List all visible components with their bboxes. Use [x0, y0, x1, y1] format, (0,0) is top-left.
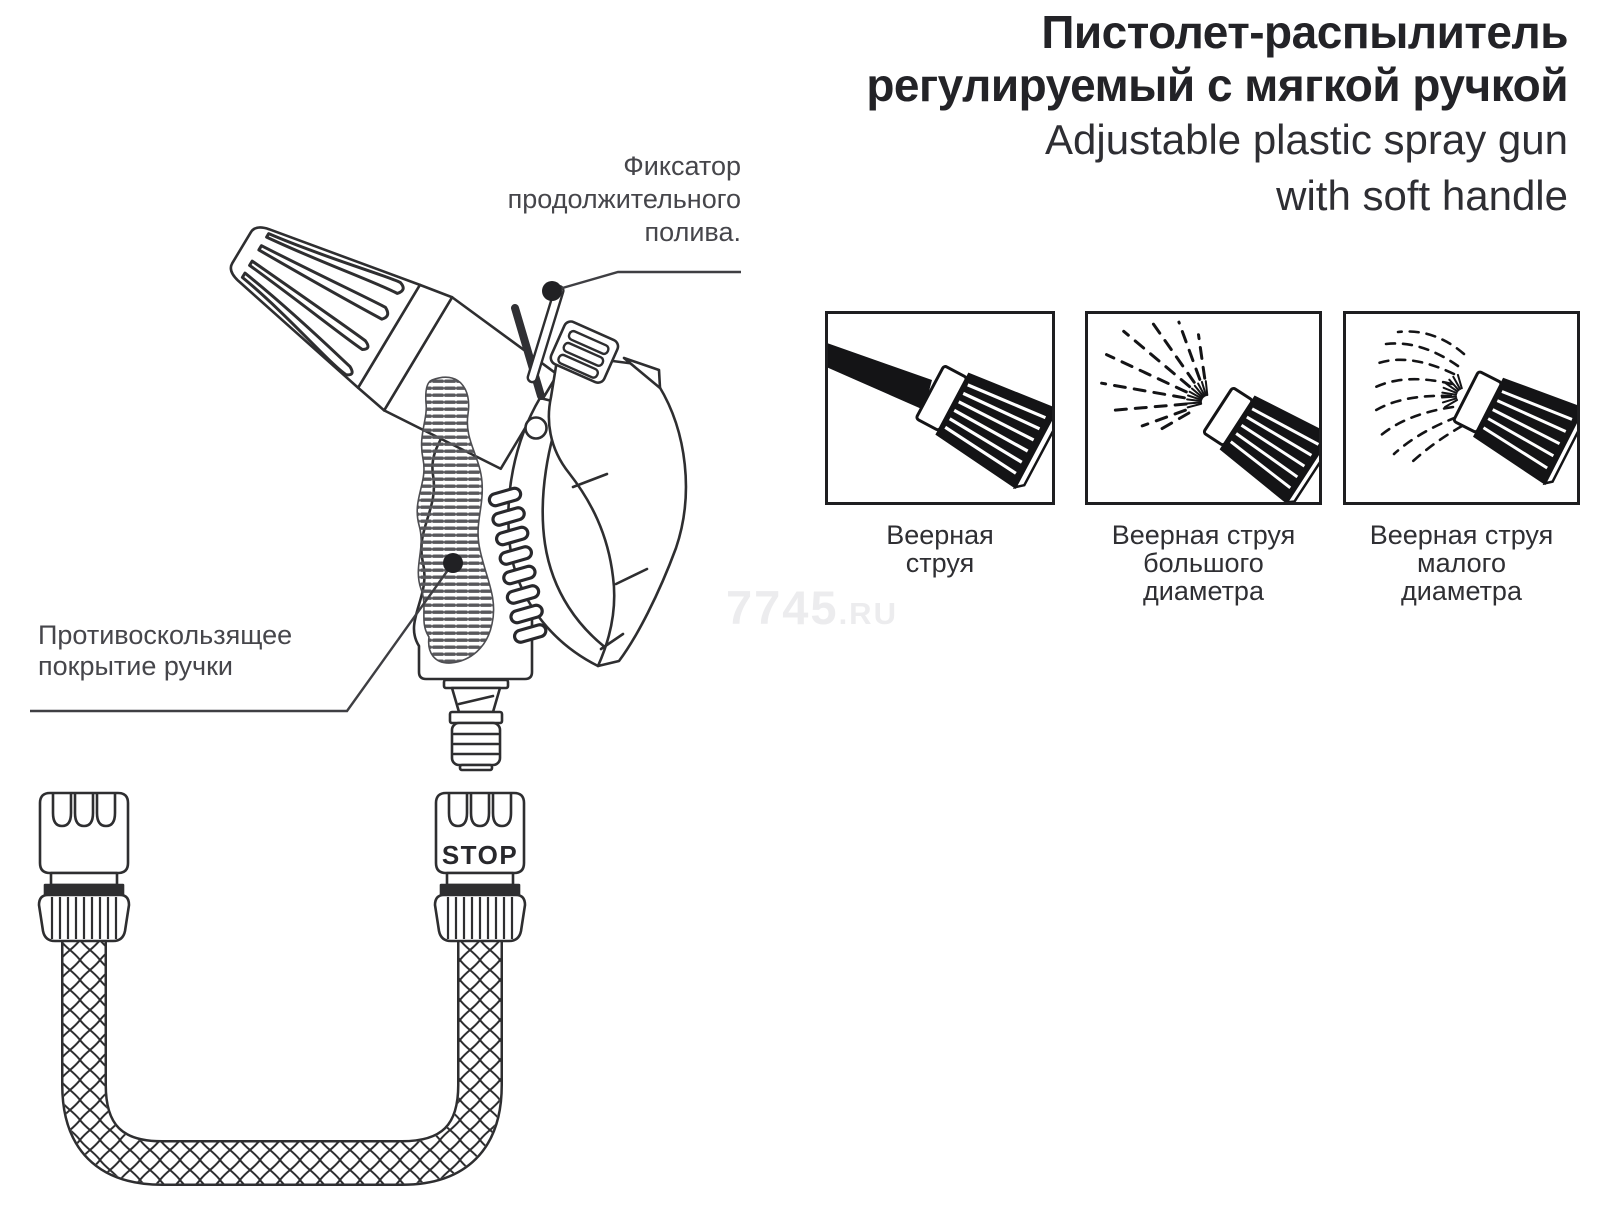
spray-mode-box-small-fan	[1343, 311, 1580, 505]
title-en-line1: Adjustable plastic spray gun	[1045, 116, 1568, 163]
trigger-handle	[547, 352, 688, 668]
mist-burst	[1441, 373, 1463, 408]
jet-spray-icon	[828, 343, 1052, 490]
leader-line-grip	[30, 562, 454, 713]
caption-small-fan: Веерная струя малого диаметра	[1369, 520, 1554, 606]
fan-burst	[1186, 380, 1209, 409]
trigger-pivot-hole	[524, 416, 548, 440]
title-ru-line2: регулируемый с мягкой ручкой	[866, 59, 1568, 111]
trigger-rib-slots	[487, 486, 548, 644]
callout-dot-lock	[542, 281, 562, 301]
trigger-top-cap	[622, 356, 662, 390]
callout-dot-grip	[443, 553, 463, 573]
nozzle-grooves	[240, 232, 405, 377]
grip-texture	[416, 376, 495, 664]
hose-connector-left	[37, 791, 131, 943]
lock-pin-channel	[511, 304, 545, 400]
nozzle-cone	[229, 226, 422, 390]
nozzle-icon	[229, 226, 559, 471]
title-ru-line1: Пистолет-распылитель	[1041, 6, 1568, 58]
caption-jet: Веерная струя	[886, 520, 994, 578]
callout-grip-label: Противоскользящее покрытие ручки	[38, 620, 293, 681]
caption-wide-fan: Веерная струя большого диаметра	[1111, 520, 1296, 606]
stop-label: STOP	[442, 840, 518, 870]
connector-ribs	[50, 897, 118, 939]
spray-mode-box-jet	[825, 311, 1055, 505]
watermark-domain: .RU	[838, 596, 898, 631]
spray-mode-box-wide-fan	[1085, 311, 1322, 505]
trigger-segment-lines	[571, 472, 649, 651]
small-fan-spray-icon	[1368, 330, 1577, 486]
watermark-number: 7745	[726, 581, 839, 634]
watermark: 7745.RU	[726, 580, 898, 635]
leader-lines	[30, 270, 741, 713]
page-title: Пистолет-распылитель регулируемый с мягк…	[866, 6, 1568, 224]
mist-arcs	[1368, 330, 1466, 464]
hose-assembly: STOP	[37, 791, 527, 1186]
wide-fan-spray-icon	[1100, 318, 1319, 502]
fan-rays	[1100, 318, 1207, 431]
gun-body-group	[229, 226, 688, 772]
hose-connector-stop: STOP	[433, 791, 527, 943]
gun-outlet-connector	[442, 678, 510, 772]
leader-line-lock	[551, 270, 741, 293]
title-en-line2: with soft handle	[1276, 172, 1568, 219]
callout-lock-label: Фиксатор продолжительного полива.	[507, 151, 741, 247]
connector-ribs	[446, 897, 514, 939]
thumb-lock-knob	[549, 320, 620, 384]
braided-hose	[61, 941, 503, 1186]
